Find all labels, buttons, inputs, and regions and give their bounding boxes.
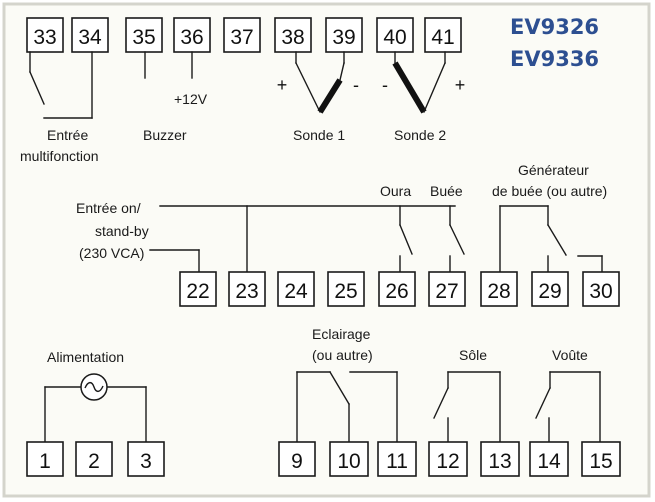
terminal-35: 35: [125, 17, 163, 53]
terminal-25-label: 25: [334, 280, 357, 303]
terminal-41-label: 41: [431, 26, 454, 49]
terminal-28-label: 28: [487, 280, 510, 303]
terminal-15-label: 15: [589, 450, 612, 473]
probe-1-plus-sign: +: [277, 75, 288, 95]
terminal-14: 14: [529, 441, 569, 477]
terminal-1: 1: [26, 441, 64, 477]
label-ou-autre: (ou autre): [312, 347, 373, 363]
label-sole: Sôle: [459, 347, 487, 363]
terminal-38: 38: [274, 17, 312, 53]
terminal-3: 3: [127, 441, 165, 477]
terminal-26: 26: [378, 271, 416, 307]
terminal-33: 33: [26, 17, 64, 53]
terminal-12-label: 12: [436, 450, 459, 473]
mid-row-wiring: [149, 205, 603, 273]
terminal-11: 11: [377, 441, 417, 477]
terminal-25: 25: [327, 271, 365, 307]
terminal-41: 41: [424, 17, 462, 53]
terminal-36-label: 36: [180, 26, 203, 49]
label-eclairage: Eclairage: [312, 326, 371, 342]
terminal-2-label: 2: [88, 450, 100, 473]
terminal-40-label: 40: [383, 26, 406, 49]
terminal-11-label: 11: [386, 450, 408, 473]
terminal-40: 40: [376, 17, 414, 53]
terminal-36: 36: [173, 17, 211, 53]
terminal-9-label: 9: [291, 450, 303, 473]
terminal-28: 28: [480, 271, 518, 307]
label-generateur-buee: de buée (ou autre): [492, 183, 607, 199]
terminal-23: 23: [228, 271, 266, 307]
terminal-33-label: 33: [33, 26, 56, 49]
terminal-30-label: 30: [589, 280, 612, 303]
label-buzzer: Buzzer: [143, 127, 187, 143]
probe-2-symbol: [392, 51, 446, 114]
label-stand-by: stand-by: [95, 223, 149, 239]
terminal-10-label: 10: [337, 450, 360, 473]
label-230vca: (230 VCA): [79, 245, 144, 261]
terminal-35-label: 35: [132, 26, 155, 49]
label-buee: Buée: [430, 183, 463, 199]
terminal-2: 2: [75, 441, 113, 477]
terminal-30: 30: [582, 271, 620, 307]
model-ev9336: EV9336: [510, 47, 599, 71]
terminal-10: 10: [329, 441, 369, 477]
terminal-22: 22: [179, 271, 217, 307]
terminal-3-label: 3: [140, 450, 152, 473]
model-ev9326: EV9326: [510, 15, 599, 39]
terminal-27-label: 27: [435, 280, 458, 303]
terminal-12: 12: [428, 441, 468, 477]
terminal-22-label: 22: [186, 280, 209, 303]
label-oura: Oura: [380, 183, 411, 199]
label-sonde-2: Sonde 2: [394, 127, 446, 143]
label-sonde-1: Sonde 1: [293, 127, 345, 143]
label-generateur: Générateur: [518, 162, 589, 178]
terminal-15: 15: [581, 441, 621, 477]
probe-1-symbol: [295, 51, 345, 114]
terminal-39-label: 39: [332, 26, 355, 49]
ac-source-icon: [80, 373, 108, 401]
terminal-13-label: 13: [488, 450, 511, 473]
label-entree: Entrée: [47, 127, 88, 143]
probe-2-minus-sign: -: [382, 75, 388, 95]
label-alimentation: Alimentation: [47, 349, 124, 365]
power-supply-wiring: [44, 386, 147, 443]
terminal-26-label: 26: [385, 280, 408, 303]
terminal-39: 39: [325, 17, 363, 53]
terminal-9: 9: [278, 441, 316, 477]
terminal-1-label: 1: [39, 450, 51, 473]
multifunction-input-wiring: [29, 51, 93, 119]
label-plus12v: +12V: [174, 91, 208, 107]
terminal-29-label: 29: [538, 280, 561, 303]
terminal-34: 34: [71, 17, 109, 53]
terminal-34-label: 34: [78, 26, 102, 49]
terminal-24-label: 24: [284, 280, 308, 303]
terminal-37-label: 37: [230, 26, 253, 49]
label-voute: Voûte: [552, 347, 588, 363]
probe-1-minus-sign: -: [353, 75, 359, 95]
diagram-frame: [2, 2, 651, 498]
terminal-37: 37: [223, 17, 261, 53]
terminal-13: 13: [480, 441, 520, 477]
terminal-27: 27: [428, 271, 466, 307]
terminal-38-label: 38: [281, 26, 304, 49]
probe-2-plus-sign: +: [455, 75, 466, 95]
terminal-14-label: 14: [537, 450, 561, 473]
terminal-23-label: 23: [235, 280, 258, 303]
terminal-24: 24: [277, 271, 315, 307]
label-multifonction: multifonction: [20, 148, 99, 164]
label-entree-on: Entrée on/: [76, 200, 141, 216]
bottom-relay-wiring: [296, 371, 601, 443]
terminal-29: 29: [531, 271, 569, 307]
